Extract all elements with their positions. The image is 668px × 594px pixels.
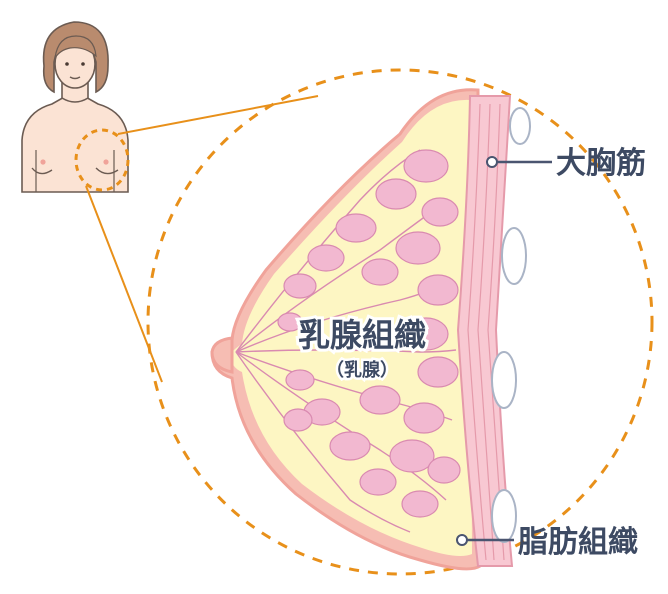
label-adipose-tissue: 脂肪組織 — [518, 525, 638, 560]
adipose-pointer-dot — [457, 535, 467, 545]
woman-eye-right — [81, 62, 85, 66]
zoom-connector-top — [118, 96, 318, 134]
label-mammary-tissue-sub: （乳腺） — [326, 359, 398, 381]
woman-nipple-right — [103, 159, 108, 164]
pectoralis-pointer-dot — [487, 157, 497, 167]
woman-figure — [22, 22, 128, 192]
woman-torso — [22, 96, 128, 192]
label-mammary-tissue: 乳腺組織 — [298, 316, 426, 354]
label-pectoralis-major: 大胸筋 — [556, 146, 646, 181]
woman-nipple-left — [40, 159, 45, 164]
woman-eye-left — [65, 62, 69, 66]
